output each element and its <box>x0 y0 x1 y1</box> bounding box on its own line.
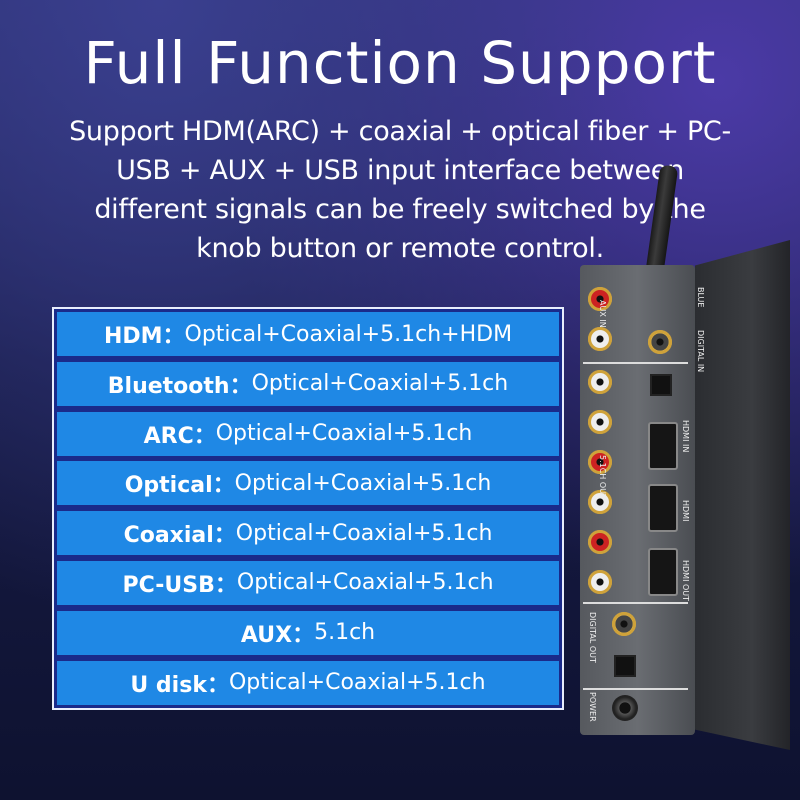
aux-in-l-jack <box>588 327 612 351</box>
panel-divider <box>583 688 688 690</box>
mode-row-u-disk: U disk：Optical+Coaxial+5.1ch <box>57 660 559 705</box>
mode-row-arc: ARC：Optical+Coaxial+5.1ch <box>57 411 559 456</box>
aux-in-label: AUX IN <box>598 300 607 328</box>
mode-value: Optical+Coaxial+5.1ch+HDM <box>184 321 513 347</box>
out-sub-jack <box>588 530 612 554</box>
out-sr-jack <box>588 490 612 514</box>
mode-value: Optical+Coaxial+5.1ch <box>228 670 486 696</box>
page-subtitle: Support HDM(ARC) + coaxial + optical fib… <box>69 116 731 264</box>
hdmi-out-port <box>648 548 678 596</box>
mode-row-aux: AUX：5.1ch <box>57 610 559 655</box>
mode-row-bluetooth: Bluetooth：Optical+Coaxial+5.1ch <box>57 361 559 406</box>
out-fr-jack <box>588 370 612 394</box>
digital-out-label: DIGITAL OUT <box>588 612 597 663</box>
digital-out-optical-port <box>614 655 636 677</box>
bluetooth-label: BLUE <box>696 287 705 308</box>
mode-value: Optical+Coaxial+5.1ch <box>215 421 473 447</box>
mode-value: 5.1ch <box>314 620 376 646</box>
mode-label: AUX： <box>240 622 315 648</box>
panel-divider <box>583 362 688 364</box>
mode-value: Optical+Coaxial+5.1ch <box>235 520 493 546</box>
out-sl-jack <box>588 450 612 474</box>
mode-row-optical: Optical：Optical+Coaxial+5.1ch <box>57 461 559 506</box>
hdmi-in-label: HDMI IN <box>681 420 690 453</box>
mode-label: PC-USB： <box>122 572 237 598</box>
mode-row-pc-usb: PC-USB：Optical+Coaxial+5.1ch <box>57 560 559 605</box>
mode-table: HDM：Optical+Coaxial+5.1ch+HDM Bluetooth：… <box>52 307 564 710</box>
device-side-panel <box>695 240 790 750</box>
out-51-label: 5.1CH OUT <box>598 455 607 499</box>
mode-row-coaxial: Coaxial：Optical+Coaxial+5.1ch <box>57 511 559 556</box>
out-cen-jack <box>588 410 612 434</box>
mode-value: Optical+Coaxial+5.1ch <box>251 371 509 397</box>
mode-label: Coaxial： <box>123 523 236 549</box>
aux-in-r-jack <box>588 287 612 311</box>
mode-value: Optical+Coaxial+5.1ch <box>236 570 494 596</box>
mode-label: U disk： <box>130 672 229 698</box>
power-jack <box>612 695 638 721</box>
mode-label: ARC： <box>143 423 216 449</box>
digital-in-optical-port <box>650 374 672 396</box>
power-label: POWER <box>588 692 597 722</box>
mode-label: Bluetooth： <box>107 373 252 399</box>
mode-label: Optical： <box>124 473 235 499</box>
mode-value: Optical+Coaxial+5.1ch <box>234 470 492 496</box>
mode-row-hdm: HDM：Optical+Coaxial+5.1ch+HDM <box>57 312 559 356</box>
digital-in-coax-jack <box>648 330 672 354</box>
digital-out-coax-jack <box>612 612 636 636</box>
out-fl-jack <box>588 570 612 594</box>
hdmi-in-port <box>648 422 678 470</box>
page-title: Full Function Support <box>83 29 717 97</box>
hdmi-out-label: HDMI OUT <box>681 560 690 602</box>
digital-in-label: DIGITAL IN <box>696 330 705 373</box>
panel-divider <box>583 602 688 604</box>
hdmi-label: HDMI <box>681 500 690 522</box>
hdmi-arc-port <box>648 484 678 532</box>
mode-label: HDM： <box>103 324 185 349</box>
